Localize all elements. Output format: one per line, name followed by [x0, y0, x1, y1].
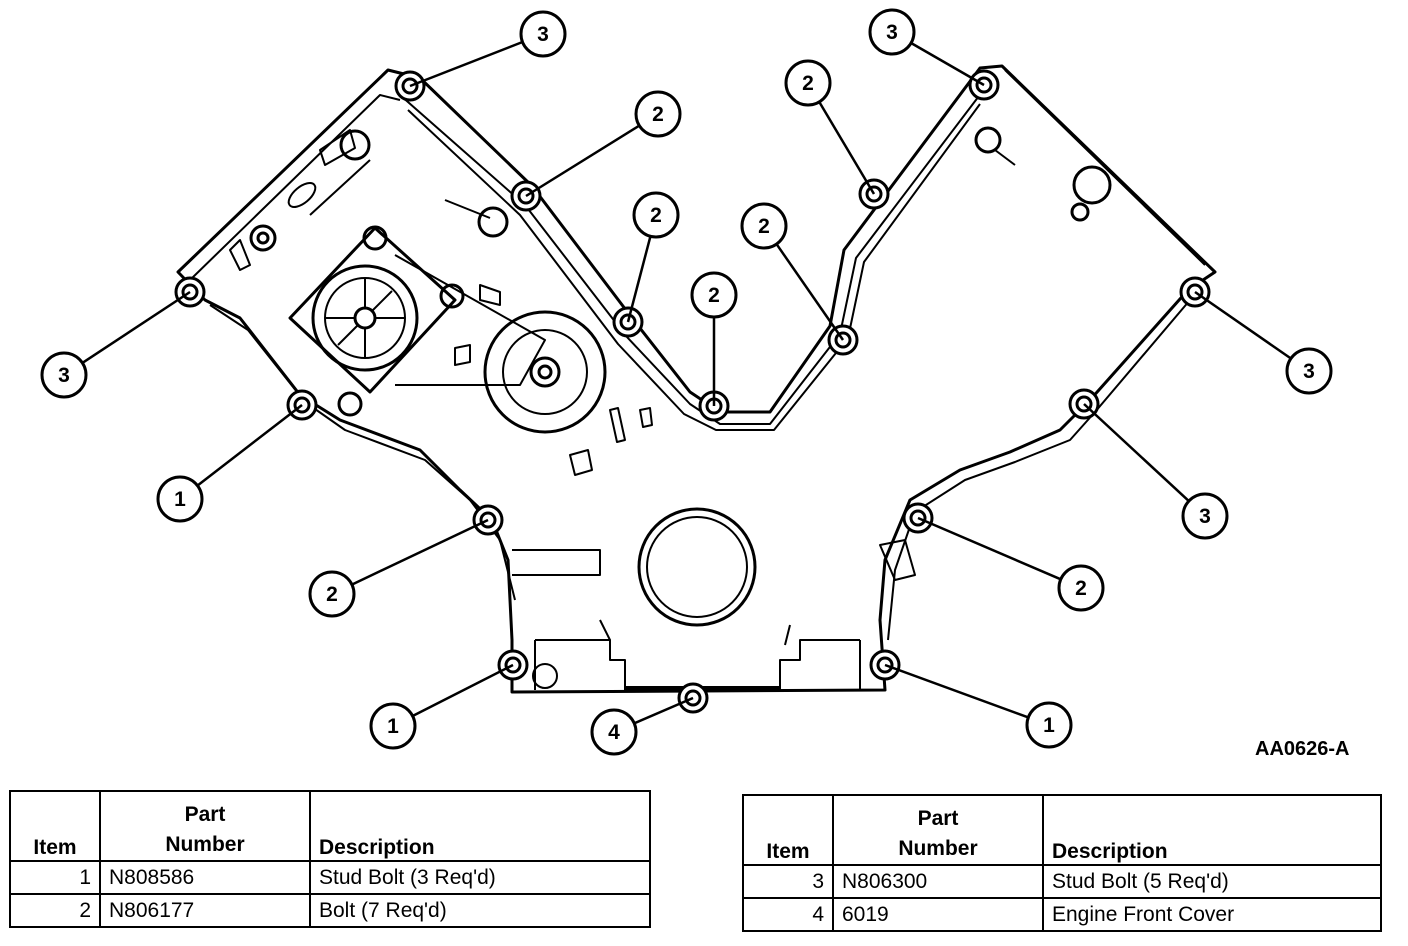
- callout-circle: [1285, 347, 1333, 395]
- callout-circle: [1181, 492, 1229, 540]
- callouts: 3 2 2 2 2 2 3 3 3 1 3 2 2 1 1 4: [40, 8, 1333, 756]
- callout-circle: [634, 90, 682, 138]
- row-description: Bolt (7 Req'd): [309, 893, 651, 928]
- callout-3: 3: [40, 351, 88, 399]
- callout-label: 3: [886, 21, 898, 44]
- header-part-line1: Part: [184, 803, 226, 826]
- callout-label: 3: [537, 23, 549, 46]
- callout-4: 4: [590, 708, 638, 756]
- engine-front-cover-diagram: 3 2 2 2 2 2 3 3 3 1 3 2 2 1 1 4: [40, 8, 1333, 756]
- cover-outline: [176, 64, 1217, 694]
- callout-2: 2: [784, 59, 832, 107]
- leader-line: [910, 41, 985, 87]
- leader-line: [775, 243, 845, 341]
- callout-circle: [156, 475, 204, 523]
- leader-line: [81, 290, 191, 364]
- leader-line: [525, 124, 640, 198]
- callout-2: 2: [740, 202, 788, 250]
- table-row: 3 N806300 Stud Bolt (5 Req'd): [742, 864, 1382, 899]
- table-row: 4 6019 Engine Front Cover: [742, 897, 1382, 932]
- callout-label: 1: [1043, 714, 1055, 737]
- table-header-row: Item Part Number Description: [742, 794, 1382, 866]
- leader-line: [351, 518, 489, 586]
- leader-line: [917, 516, 1062, 581]
- callout-label: 2: [326, 583, 338, 606]
- row-description: Stud Bolt (3 Req'd): [309, 860, 651, 895]
- header-part-line2: Number: [898, 837, 978, 860]
- callout-circle: [1025, 701, 1073, 749]
- callout-circle: [590, 708, 638, 756]
- header-part-line2: Number: [165, 833, 245, 856]
- callout-label: 3: [1303, 360, 1315, 383]
- callout-circle: [784, 59, 832, 107]
- header-part-line1: Part: [917, 807, 959, 830]
- callout-circle: [740, 202, 788, 250]
- callout-label: 4: [608, 721, 620, 744]
- callout-label: 2: [652, 103, 664, 126]
- callout-3: 3: [868, 8, 916, 56]
- table-header-row: Item Part Number Description: [9, 790, 651, 862]
- leader-line: [409, 40, 523, 88]
- row-part-number: 6019: [832, 897, 1044, 932]
- callout-1: 1: [156, 475, 204, 523]
- callout-circle: [632, 191, 680, 239]
- callout-3: 3: [1285, 347, 1333, 395]
- callout-label: 2: [650, 204, 662, 227]
- callout-label: 1: [387, 715, 399, 738]
- figure-id: AA0626-A: [1255, 738, 1350, 760]
- callout-circle: [1057, 564, 1105, 612]
- callout-circle: [519, 10, 567, 58]
- row-item: 3: [742, 864, 834, 899]
- row-item: 1: [9, 860, 101, 895]
- row-part-number: N806300: [832, 864, 1044, 899]
- callout-circle: [40, 351, 88, 399]
- header-item: Item: [742, 794, 834, 866]
- callout-2: 2: [1057, 564, 1105, 612]
- header-part-number: Part Number: [832, 794, 1044, 866]
- row-description: Engine Front Cover: [1042, 897, 1382, 932]
- callout-label: 2: [708, 284, 720, 307]
- row-part-number: N808586: [99, 860, 311, 895]
- row-item: 4: [742, 897, 834, 932]
- callout-label: 2: [802, 72, 814, 95]
- header-description: Description: [309, 790, 651, 862]
- callout-label: 2: [758, 215, 770, 238]
- callout-1: 1: [369, 702, 417, 750]
- table-row: 1 N808586 Stud Bolt (3 Req'd): [9, 860, 651, 895]
- callout-label: 2: [1075, 577, 1087, 600]
- parts-table-right: Item Part Number Description 3 N806300 S…: [742, 794, 1382, 932]
- leader-line: [1083, 403, 1190, 502]
- callout-2: 2: [690, 271, 738, 319]
- row-description: Stud Bolt (5 Req'd): [1042, 864, 1382, 899]
- callout-label: 3: [1199, 505, 1211, 528]
- header-description: Description: [1042, 794, 1382, 866]
- leader-line: [884, 663, 1029, 719]
- callout-circle: [868, 8, 916, 56]
- callout-2: 2: [634, 90, 682, 138]
- callout-3: 3: [1181, 492, 1229, 540]
- callout-label: 1: [174, 488, 186, 511]
- leader-line: [626, 235, 652, 323]
- header-part-number: Part Number: [99, 790, 311, 862]
- callout-1: 1: [1025, 701, 1073, 749]
- parts-table-left: Item Part Number Description 1 N808586 S…: [9, 790, 651, 928]
- callout-label: 3: [58, 364, 70, 387]
- leader-line: [1194, 290, 1292, 360]
- leader-line: [818, 101, 876, 195]
- callout-circle: [369, 702, 417, 750]
- table-row: 2 N806177 Bolt (7 Req'd): [9, 893, 651, 928]
- callout-circle: [690, 271, 738, 319]
- callout-circle: [308, 570, 356, 618]
- callout-3: 3: [519, 10, 567, 58]
- callout-2: 2: [308, 570, 356, 618]
- header-item: Item: [9, 790, 101, 862]
- callout-2: 2: [632, 191, 680, 239]
- leader-line: [196, 404, 303, 487]
- leader-line: [633, 696, 694, 725]
- row-part-number: N806177: [99, 893, 311, 928]
- leader-line: [412, 663, 514, 718]
- row-item: 2: [9, 893, 101, 928]
